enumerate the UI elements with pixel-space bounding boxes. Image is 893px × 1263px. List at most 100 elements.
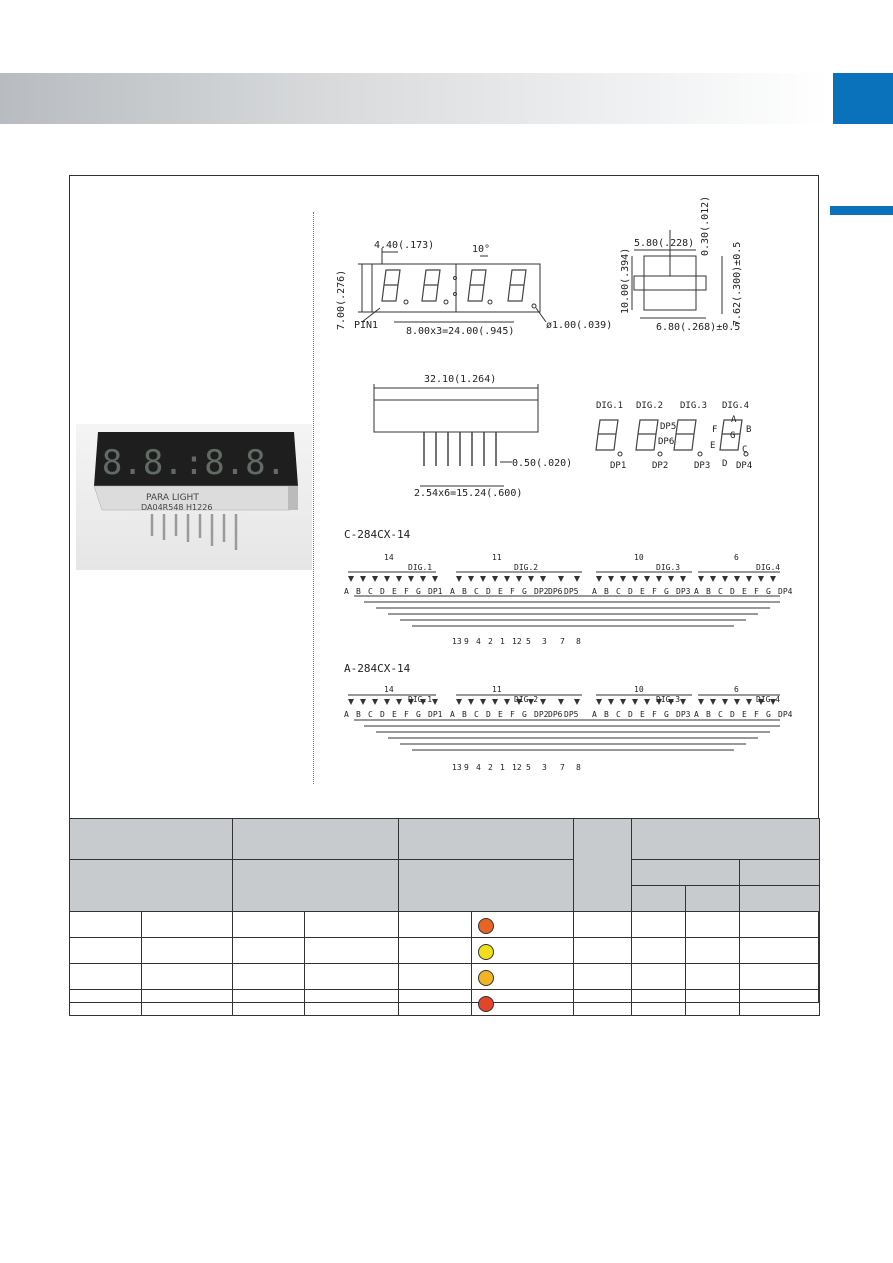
circuit-digit-label: DIG.4 xyxy=(756,563,780,572)
segment-pin-label: G xyxy=(522,710,527,719)
segment-pin-label: C xyxy=(616,587,621,596)
circuit-digit-label: DIG.1 xyxy=(408,695,432,704)
circuit-title: A-284CX-14 xyxy=(344,662,411,675)
circuit-title: C-284CX-14 xyxy=(344,528,411,541)
segment-pin-label: A xyxy=(344,710,349,719)
common-pin-label: 14 xyxy=(384,685,394,694)
segment-pin-label: F xyxy=(510,710,515,719)
segment-pin-label: G xyxy=(416,587,421,596)
segment-dp-label: DP2 xyxy=(652,461,668,471)
segment-pin-label: C xyxy=(474,710,479,719)
segment-digit-label: DIG.2 xyxy=(636,401,663,411)
bottom-pin-number: 12 xyxy=(512,763,522,772)
segment-pin-label: A xyxy=(450,587,455,596)
segment-pin-label: D xyxy=(730,587,735,596)
segment-pin-label: DP4 xyxy=(778,710,793,719)
segment-pin-label: B xyxy=(706,587,711,596)
circuit-digit-label: DIG.3 xyxy=(656,563,680,572)
segment-pin-label: B xyxy=(462,710,467,719)
segment-pin-label: C xyxy=(616,710,621,719)
segment-pin-label: E xyxy=(640,710,645,719)
bottom-pin-number: 7 xyxy=(560,637,565,646)
segment-pin-label: DP3 xyxy=(676,710,691,719)
segment-pin-label: B xyxy=(462,587,467,596)
table-header-cell xyxy=(631,818,820,860)
pin-width-label: 0.50(.020) xyxy=(512,458,572,469)
table-row xyxy=(69,937,820,964)
segment-pin-label: F xyxy=(404,587,409,596)
segment-pin-label: A xyxy=(592,710,597,719)
segment-digit-label: DIG.3 xyxy=(680,401,707,411)
bottom-pin-number: 5 xyxy=(526,763,531,772)
segment-pin-label: C xyxy=(368,587,373,596)
segment-pin-label: A xyxy=(344,587,349,596)
length-label: 32.10(1.264) xyxy=(424,374,496,385)
segment-pin-label: B xyxy=(604,710,609,719)
bottom-pin-number: 2 xyxy=(488,763,493,772)
common-pin-label: 11 xyxy=(492,685,502,694)
side-height-label: 10.00(.394) xyxy=(620,248,631,314)
side-tab xyxy=(830,206,893,215)
circuit-digit-label: DIG.2 xyxy=(514,563,538,572)
segment-letter: B xyxy=(746,425,751,435)
table-row xyxy=(69,963,820,990)
color-dot xyxy=(478,917,495,934)
segment-letter: G xyxy=(730,431,735,441)
header-tab xyxy=(833,73,893,124)
table-row xyxy=(69,911,820,938)
color-dot xyxy=(478,943,495,960)
segment-pin-label: A xyxy=(592,587,597,596)
segment-pin-label: DP6 xyxy=(548,587,563,596)
segment-digit-label: DIG.4 xyxy=(722,401,749,411)
segment-colon-label: DP5 xyxy=(660,422,676,432)
segment-dp-label: DP1 xyxy=(610,461,626,471)
segment-pin-label: F xyxy=(404,710,409,719)
segment-pin-label: B xyxy=(604,587,609,596)
segment-pin-label: E xyxy=(640,587,645,596)
bottom-pin-number: 9 xyxy=(464,763,469,772)
table-header-cell xyxy=(231,818,399,860)
table-header-cell xyxy=(69,818,233,860)
segment-pin-label: DP6 xyxy=(548,710,563,719)
bottom-pin-number: 3 xyxy=(542,763,547,772)
table-row xyxy=(69,989,820,1016)
segment-dp-label: DP3 xyxy=(694,461,710,471)
brand-text: PARA LIGHT xyxy=(146,493,199,503)
table-header-cell xyxy=(631,859,741,886)
segment-pin-label: E xyxy=(742,587,747,596)
segment-pin-label: A xyxy=(450,710,455,719)
segment-letter: C xyxy=(742,445,747,455)
table-header-cell xyxy=(739,885,820,912)
segment-pin-label: B xyxy=(356,587,361,596)
side-bottom-label: 6.80(.268)±0.5 xyxy=(656,322,740,333)
segment-pin-label: F xyxy=(754,587,759,596)
segment-pin-label: D xyxy=(486,710,491,719)
bottom-pin-number: 1 xyxy=(500,763,505,772)
bottom-pin-number: 7 xyxy=(560,763,565,772)
bottom-pin-number: 13 xyxy=(452,763,462,772)
side-depth-label: 5.80(.228) xyxy=(634,238,694,249)
row-spacing-label: 7.62(.300)±0.5 xyxy=(732,242,743,326)
table-header-cell xyxy=(631,885,687,912)
segment-pin-label: F xyxy=(652,710,657,719)
common-pin-label: 6 xyxy=(734,553,739,562)
column-divider xyxy=(313,212,314,784)
spec-table xyxy=(69,818,820,1016)
segment-pin-label: D xyxy=(628,587,633,596)
segment-pin-label: DP2 xyxy=(534,587,549,596)
table-header-cell xyxy=(397,818,575,860)
segment-pin-label: DP2 xyxy=(534,710,549,719)
common-pin-label: 11 xyxy=(492,553,502,562)
bottom-pin-number: 8 xyxy=(576,763,581,772)
common-pin-label: 6 xyxy=(734,685,739,694)
segment-pin-label: G xyxy=(664,587,669,596)
segment-digit-label: DIG.1 xyxy=(596,401,623,411)
segment-pin-label: DP1 xyxy=(428,587,443,596)
pin-pitch-label: 2.54x6=15.24(.600) xyxy=(414,488,522,499)
circuit-digit-label: DIG.2 xyxy=(514,695,538,704)
segment-pin-label: F xyxy=(652,587,657,596)
segment-pin-label: F xyxy=(510,587,515,596)
segment-pin-label: D xyxy=(730,710,735,719)
segment-pin-label: DP1 xyxy=(428,710,443,719)
segment-pin-label: G xyxy=(766,710,771,719)
